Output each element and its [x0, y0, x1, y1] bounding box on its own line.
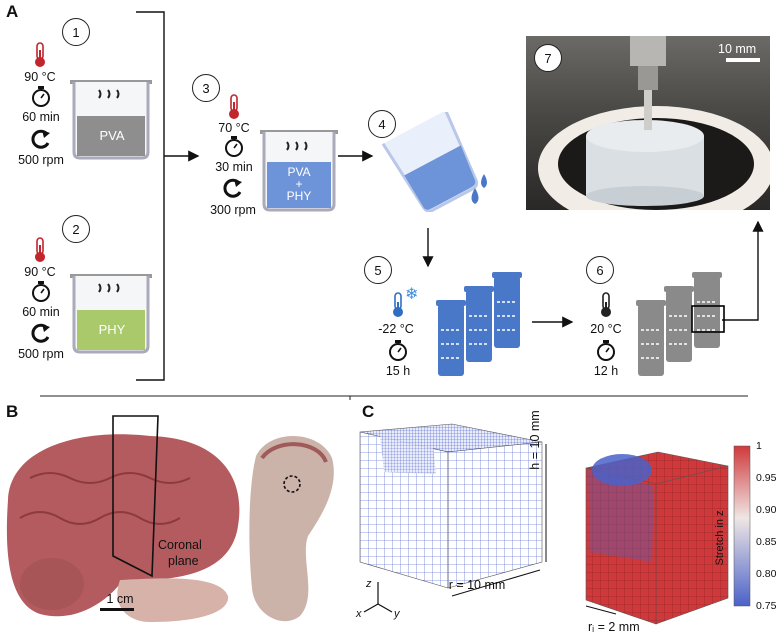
timer-icon: [389, 340, 407, 361]
step-5-time: 15 h: [385, 364, 411, 378]
thermometer-icon: [393, 292, 403, 317]
step-6-time: 12 h: [593, 364, 619, 378]
indentation-photo: [526, 36, 770, 210]
brain-scale-bar: [100, 608, 134, 611]
beaker-3-label-phy: PHY: [286, 189, 312, 203]
beaker-3: [260, 130, 338, 212]
colorbar-tick: 0.75: [756, 600, 777, 612]
step-3-speed: 300 rpm: [210, 203, 256, 217]
timer-icon: [32, 86, 50, 107]
step-5-temp: -22 °C: [378, 322, 414, 336]
step-1-time: 60 min: [22, 110, 60, 124]
beaker-3-label-pva: PVA: [287, 165, 311, 179]
rotation-icon: [31, 323, 50, 343]
step-2-speed: 500 rpm: [18, 347, 64, 361]
timer-icon: [32, 281, 50, 302]
coronal-plane-label-1: Coronal: [158, 538, 202, 552]
step-3-temp: 70 °C: [218, 121, 250, 135]
timer-icon: [597, 340, 615, 361]
colorbar-tick: 0.95: [756, 472, 777, 484]
timer-icon: [225, 136, 243, 157]
brain-photos: [6, 415, 334, 622]
brain-scale-label: 1 cm: [106, 592, 134, 606]
height-label: h = 10 mm: [528, 410, 542, 470]
indentation-photo-drawing: [538, 36, 770, 210]
beaker-2: [70, 274, 152, 354]
droplets-icon: [471, 174, 487, 204]
radius-label: r = 10 mm: [448, 578, 506, 592]
panel-letter-b: B: [6, 402, 19, 421]
step-1-speed: 500 rpm: [18, 153, 64, 167]
thermometer-icon: [601, 292, 611, 317]
axis-x-label: x: [356, 608, 362, 620]
beaker-1: [70, 80, 152, 160]
step-2-marker: 2: [62, 215, 90, 243]
process-connectors: [40, 11, 764, 400]
colorbar-tick: 1: [756, 440, 762, 452]
colorbar-title: Stretch in z: [714, 510, 726, 566]
photo-scale-bar: [726, 58, 760, 62]
fe-mesh-models: [359, 423, 751, 625]
pouring-beaker: [381, 112, 479, 212]
step-2-temp: 90 °C: [24, 265, 56, 279]
step-5-marker: 5: [364, 256, 392, 284]
thermometer-icon: [229, 94, 239, 119]
step-4-marker: 4: [368, 110, 396, 138]
step-3-time: 30 min: [215, 160, 253, 174]
beaker-1-label: PVA: [99, 128, 125, 143]
coronal-plane-label-2: plane: [168, 554, 199, 568]
photo-scale-label: 10 mm: [718, 42, 757, 56]
step-1-marker: 1: [62, 18, 90, 46]
step-6-temp: 20 °C: [590, 322, 622, 336]
rotation-icon: [31, 129, 50, 149]
axis-y-label: y: [394, 608, 400, 620]
snowflake-icon: ❄: [405, 286, 419, 303]
beaker-2-label: PHY: [98, 322, 126, 337]
thawed-tubes: [636, 272, 725, 376]
step-3-marker: 3: [192, 74, 220, 102]
step-7-marker: 7: [534, 44, 562, 72]
beaker-3-label-plus: +: [295, 177, 303, 191]
thermometer-icon: [35, 237, 45, 262]
frozen-tubes: [436, 272, 522, 376]
step-6-marker: 6: [586, 256, 614, 284]
colorbar-tick: 0.80: [756, 568, 777, 580]
axis-z-label: z: [366, 578, 372, 590]
colorbar-tick: 0.85: [756, 536, 777, 548]
colorbar-tick: 0.90: [756, 504, 777, 516]
panel-letter-a: A: [6, 2, 19, 21]
step-1-temp: 90 °C: [24, 70, 56, 84]
thermometer-icon: [35, 42, 45, 67]
panel-letter-c: C: [362, 402, 375, 421]
rotation-icon: [223, 178, 242, 198]
inner-radius-label: rᵢ = 2 mm: [588, 620, 640, 634]
step-2-time: 60 min: [22, 305, 60, 319]
